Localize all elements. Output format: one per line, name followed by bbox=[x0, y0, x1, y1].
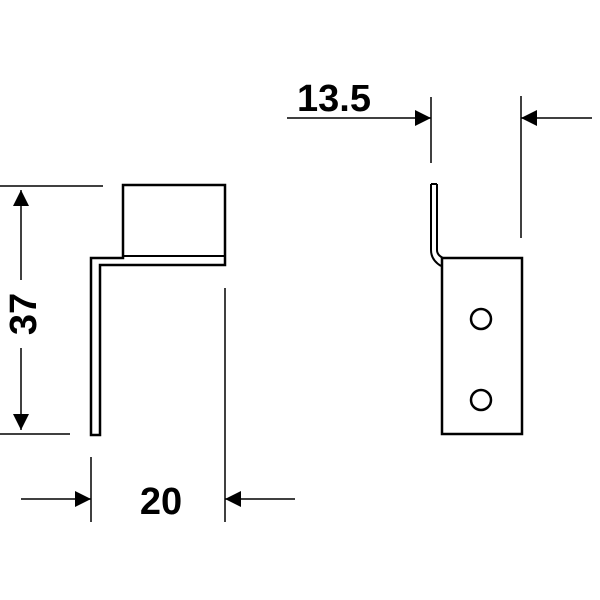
width-dimension: 20 bbox=[21, 288, 295, 523]
side-view bbox=[430, 183, 524, 436]
side-plate bbox=[440, 256, 524, 436]
depth-label: 13.5 bbox=[297, 78, 371, 120]
width-label: 20 bbox=[140, 481, 182, 523]
height-dimension: 37 bbox=[0, 185, 103, 435]
height-label-gap bbox=[4, 280, 38, 348]
screw-hole-top bbox=[469, 307, 493, 331]
height-label: 37 bbox=[3, 293, 45, 335]
front-view bbox=[89, 183, 227, 437]
side-bent-tab bbox=[430, 184, 444, 267]
front-bracket-outline bbox=[89, 183, 227, 437]
screw-hole-bottom bbox=[469, 388, 493, 412]
depth-dimension: 13.5 bbox=[287, 78, 592, 238]
